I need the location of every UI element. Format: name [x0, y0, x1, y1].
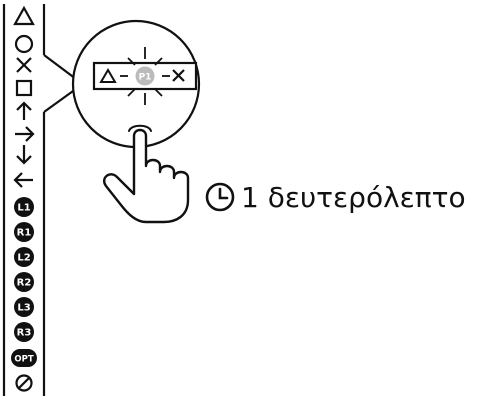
- cross-icon: [16, 57, 32, 73]
- button-r2-badge: R2: [14, 272, 34, 292]
- button-l1-badge: L1: [14, 197, 34, 217]
- button-l1-label: L1: [17, 203, 30, 214]
- arrow-up-icon: [16, 101, 32, 120]
- blink-rays: [120, 47, 170, 105]
- button-l3-label: L3: [17, 303, 30, 314]
- button-l2-label: L2: [17, 253, 30, 264]
- duration-label: 1 δευτερόλεπτο: [241, 181, 466, 214]
- p1-badge: P1: [135, 66, 155, 86]
- clock-icon: [205, 182, 235, 212]
- panel-triangle-icon: [99, 68, 117, 83]
- arrow-down-icon: [16, 145, 32, 165]
- panel-cross-icon: [172, 69, 185, 82]
- zoom-panel: P1: [92, 47, 198, 105]
- p1-badge-label: P1: [139, 73, 152, 83]
- triangle-icon: [13, 5, 35, 26]
- arrow-right-icon: [15, 126, 35, 142]
- button-l2-badge: L2: [14, 247, 34, 267]
- arrow-left-icon: [13, 172, 33, 188]
- circle-icon: [14, 34, 34, 54]
- button-opt-badge: OPT: [11, 349, 37, 367]
- button-r2-label: R2: [17, 278, 32, 289]
- pointing-hand-press-icon: [103, 124, 190, 224]
- button-opt-label: OPT: [14, 355, 33, 365]
- button-r1-badge: R1: [14, 222, 34, 242]
- button-l3-badge: L3: [14, 297, 34, 317]
- button-r3-badge: R3: [14, 322, 34, 342]
- prohibited-icon: [15, 374, 33, 392]
- button-r3-label: R3: [17, 328, 32, 339]
- square-icon: [15, 79, 33, 97]
- button-r1-label: R1: [17, 228, 32, 239]
- button-list: L1 R1 L2 R2 L3 R3 OPT: [2, 4, 46, 396]
